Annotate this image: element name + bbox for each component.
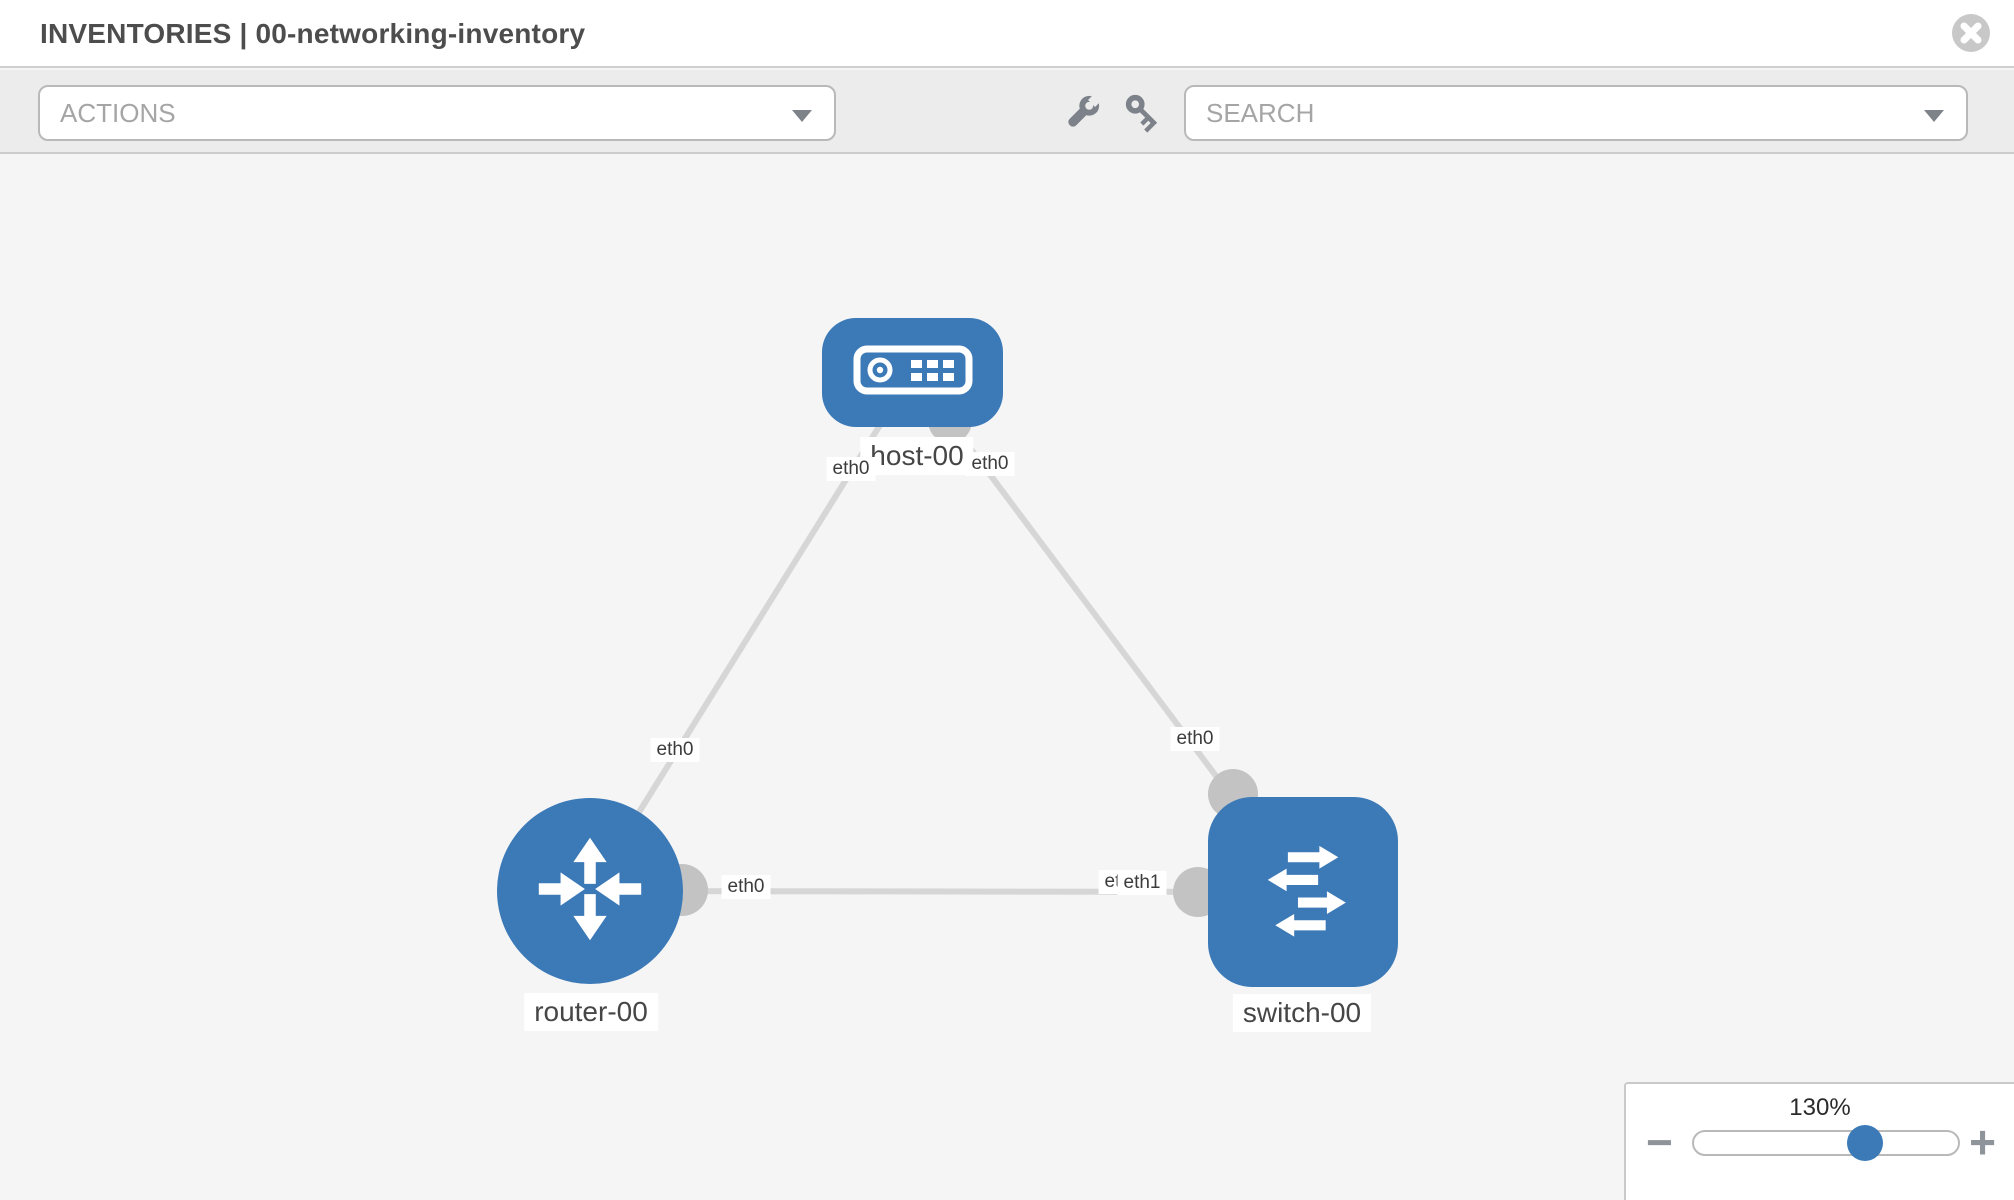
chevron-down-icon[interactable] <box>1922 108 1946 123</box>
zoom-in-button[interactable]: + <box>1969 1116 1996 1168</box>
wrench-icon <box>1061 93 1105 137</box>
zoom-out-button[interactable]: − <box>1646 1116 1673 1168</box>
node-host-00[interactable] <box>822 318 1003 427</box>
node-label-host: host-00 <box>860 437 974 475</box>
iface-label-switch-eth1: eth1 <box>1117 871 1167 895</box>
switch-icon <box>1240 827 1366 958</box>
zoom-slider-track[interactable] <box>1692 1125 1960 1161</box>
node-label-switch: switch-00 <box>1232 994 1372 1032</box>
node-router-00[interactable] <box>497 798 683 984</box>
credentials-button[interactable] <box>1120 90 1166 136</box>
key-icon <box>1121 94 1165 137</box>
node-label-router: router-00 <box>524 993 658 1031</box>
panel-header: INVENTORIES | 00-networking-inventory <box>0 0 2014 68</box>
node-switch-00[interactable] <box>1208 797 1398 987</box>
topology-links-layer <box>587 370 1306 917</box>
iface-label-router-link-eth0: eth0 <box>650 738 700 762</box>
topology-canvas[interactable]: host-00 router-00 switch-00 eth0 eth0 et… <box>0 156 2014 1200</box>
toolbar <box>0 70 2014 154</box>
router-icon <box>526 825 654 958</box>
iface-label-switch-eth0: eth0 <box>1170 727 1220 751</box>
search-dropdown[interactable] <box>1184 85 1968 141</box>
actions-input[interactable] <box>40 87 834 139</box>
actions-dropdown[interactable] <box>38 85 836 141</box>
zoom-level-value: 130% <box>1789 1094 1851 1121</box>
chevron-down-icon[interactable] <box>790 108 814 123</box>
host-icon <box>853 345 973 400</box>
zoom-panel: 130% − + <box>1624 1082 2014 1200</box>
zoom-slider-handle[interactable] <box>1847 1125 1883 1161</box>
search-input[interactable] <box>1186 87 1966 139</box>
close-button[interactable] <box>1950 13 1992 55</box>
times-circle-icon <box>1951 14 1991 56</box>
iface-label-host-eth0-left: eth0 <box>826 457 876 481</box>
iface-label-router-eth0: eth0 <box>721 875 771 899</box>
configure-button[interactable] <box>1060 90 1106 136</box>
page-title: INVENTORIES | 00-networking-inventory <box>40 18 586 49</box>
iface-label-host-eth0-right: eth0 <box>965 452 1015 476</box>
